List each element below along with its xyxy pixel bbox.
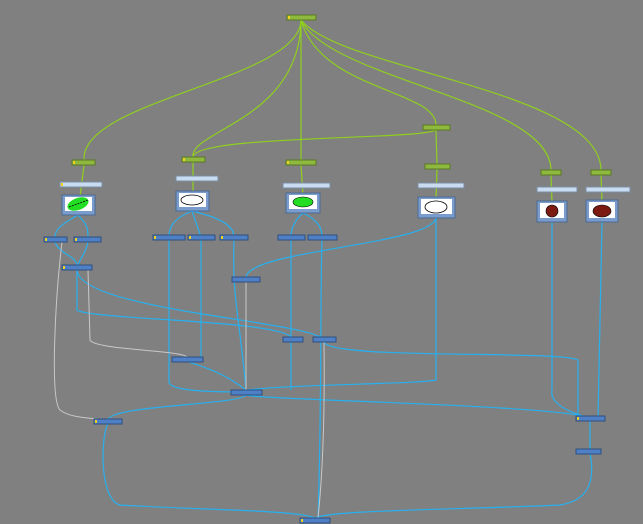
merge-node[interactable]: [575, 448, 602, 455]
transform-node[interactable]: [585, 186, 631, 193]
merge-node[interactable]: [282, 336, 304, 343]
thumbnail-node-green-leaf[interactable]: [61, 194, 96, 216]
merge-node[interactable]: [152, 234, 186, 241]
merge-node[interactable]: [230, 389, 263, 396]
thumbnail-node-green-ellipse[interactable]: [285, 192, 321, 214]
source-node[interactable]: [285, 159, 317, 166]
source-node[interactable]: [424, 163, 451, 170]
source-node[interactable]: [590, 169, 612, 176]
merge-node[interactable]: [187, 234, 216, 241]
output-node[interactable]: [299, 517, 331, 524]
merge-node[interactable]: [73, 236, 102, 243]
transform-node[interactable]: [175, 175, 219, 182]
source-node[interactable]: [422, 124, 451, 131]
thumbnail-node-red-ellipse[interactable]: [585, 199, 619, 223]
merge-node[interactable]: [61, 264, 93, 271]
thumbnail-node-white-ellipse[interactable]: [417, 196, 456, 219]
transform-node[interactable]: [536, 186, 578, 193]
merge-node[interactable]: [93, 418, 123, 425]
transform-node[interactable]: [417, 182, 465, 189]
thumbnail-node-white-ellipse[interactable]: [175, 190, 210, 212]
transform-node[interactable]: [282, 182, 331, 189]
node-pins: [45, 16, 579, 522]
merge-node[interactable]: [307, 234, 338, 241]
source-node-root[interactable]: [286, 14, 317, 21]
merge-node[interactable]: [43, 236, 68, 243]
edges: [53, 19, 603, 519]
merge-node[interactable]: [231, 276, 261, 283]
transform-node[interactable]: [59, 181, 103, 188]
merge-node[interactable]: [575, 415, 606, 422]
source-node[interactable]: [71, 159, 96, 166]
thumbnail-node-red-circle[interactable]: [536, 200, 568, 223]
source-node[interactable]: [181, 156, 206, 163]
merge-node[interactable]: [219, 234, 249, 241]
merge-node[interactable]: [312, 336, 337, 343]
source-node[interactable]: [540, 169, 562, 176]
merge-node[interactable]: [277, 234, 306, 241]
nodes: [43, 14, 631, 524]
merge-node[interactable]: [171, 356, 204, 363]
